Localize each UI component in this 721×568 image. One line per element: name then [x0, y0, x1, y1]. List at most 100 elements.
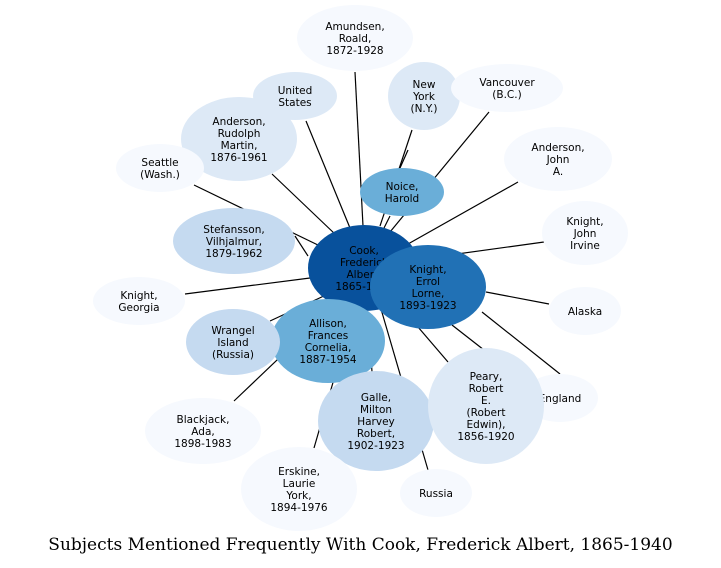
- node-noice[interactable]: Noice,Harold: [360, 168, 444, 216]
- node-label: Alaska: [568, 306, 602, 318]
- node-label: Noice,Harold: [385, 181, 419, 205]
- node-label: England: [539, 393, 582, 405]
- edge-cook-knight_georgia: [184, 277, 311, 295]
- edge-cook-united_states: [305, 120, 351, 229]
- node-label-line: (N.Y.): [410, 103, 437, 115]
- node-label-line: John: [546, 154, 570, 166]
- node-label-line: Frederick: [340, 257, 389, 269]
- node-label: Amundsen,Roald,1872-1928: [325, 21, 384, 57]
- node-bubble: [116, 144, 204, 192]
- node-label-line: Robert,: [357, 428, 395, 440]
- node-label-line: 1887-1954: [299, 354, 357, 366]
- node-label-line: (Robert: [467, 407, 506, 419]
- node-label-line: Laurie: [283, 478, 316, 490]
- node-bubble: [297, 5, 413, 71]
- node-label-line: 1893-1923: [399, 300, 456, 312]
- node-label-line: Frances: [308, 330, 348, 342]
- node-label-line: Irvine: [570, 240, 600, 252]
- edge-noice-new_york: [399, 149, 409, 169]
- node-label-line: Cook,: [349, 245, 379, 257]
- node-bubble: [173, 208, 295, 274]
- node-label-line: A.: [553, 166, 563, 178]
- node-bubble: [542, 201, 628, 265]
- node-label-line: Knight,: [566, 216, 603, 228]
- node-label-line: New: [413, 79, 436, 91]
- node-label-line: States: [278, 97, 311, 109]
- edge-noice-cook: [383, 215, 391, 229]
- node-label-line: Errol: [416, 276, 440, 288]
- node-bubble: [400, 469, 472, 517]
- node-alaska[interactable]: Alaska: [549, 287, 621, 335]
- node-label-line: Stefansson,: [203, 224, 264, 236]
- node-label-line: Robert: [469, 383, 504, 395]
- node-label-line: Amundsen,: [325, 21, 384, 33]
- node-blackjack[interactable]: Blackjack,Ada,1898-1983: [145, 398, 261, 464]
- node-label-line: York,: [285, 490, 311, 502]
- node-amundsen[interactable]: Amundsen,Roald,1872-1928: [297, 5, 413, 71]
- node-label: Stefansson,Vilhjalmur,1879-1962: [203, 224, 264, 260]
- node-label-line: Island: [217, 337, 248, 349]
- node-label-line: Edwin),: [467, 419, 506, 431]
- node-label-line: Seattle: [141, 157, 178, 169]
- node-label-line: Galle,: [361, 392, 391, 404]
- node-label-line: Allison,: [309, 318, 347, 330]
- node-label-line: Erskine,: [278, 466, 320, 478]
- node-label-line: 1894-1976: [270, 502, 328, 514]
- node-label: Blackjack,Ada,1898-1983: [174, 414, 231, 450]
- node-bubble: [388, 62, 460, 130]
- node-label-line: Martin,: [221, 140, 258, 152]
- node-label-line: 1879-1962: [205, 248, 262, 260]
- node-label: Seattle(Wash.): [140, 157, 180, 181]
- node-label: Knight,Georgia: [118, 290, 159, 314]
- node-label-line: 1902-1923: [347, 440, 404, 452]
- node-label-line: 1856-1920: [457, 431, 514, 443]
- node-vancouver[interactable]: Vancouver(B.C.): [451, 64, 563, 112]
- node-bubble: [186, 309, 280, 375]
- node-label-line: England: [539, 393, 582, 405]
- edge-cook-anderson_john: [407, 181, 519, 245]
- node-russia[interactable]: Russia: [400, 469, 472, 517]
- node-seattle[interactable]: Seattle(Wash.): [116, 144, 204, 192]
- node-bubble: [370, 245, 486, 329]
- node-bubble: [93, 277, 185, 325]
- node-label-line: Anderson,: [212, 116, 265, 128]
- node-stefansson[interactable]: Stefansson,Vilhjalmur,1879-1962: [173, 208, 295, 274]
- node-label: Russia: [419, 488, 453, 500]
- node-bubble: [145, 398, 261, 464]
- node-label-line: Vancouver: [479, 77, 535, 89]
- edge-cook-amundsen: [354, 71, 364, 227]
- edge-knight_errol-alaska: [485, 291, 550, 305]
- node-label-line: Roald,: [339, 33, 372, 45]
- node-label-line: Rudolph: [218, 128, 261, 140]
- node-bubble: [504, 127, 612, 191]
- node-knight-georgia[interactable]: Knight,Georgia: [93, 277, 185, 325]
- node-label: Vancouver(B.C.): [479, 77, 535, 101]
- node-label-line: Knight,: [409, 264, 446, 276]
- node-label-line: 1872-1928: [326, 45, 383, 57]
- node-bubble: [181, 97, 297, 181]
- node-label-line: Vilhjalmur,: [206, 236, 262, 248]
- node-bubble: [241, 447, 357, 531]
- node-label-line: York: [412, 91, 436, 103]
- node-label-line: (Russia): [212, 349, 254, 361]
